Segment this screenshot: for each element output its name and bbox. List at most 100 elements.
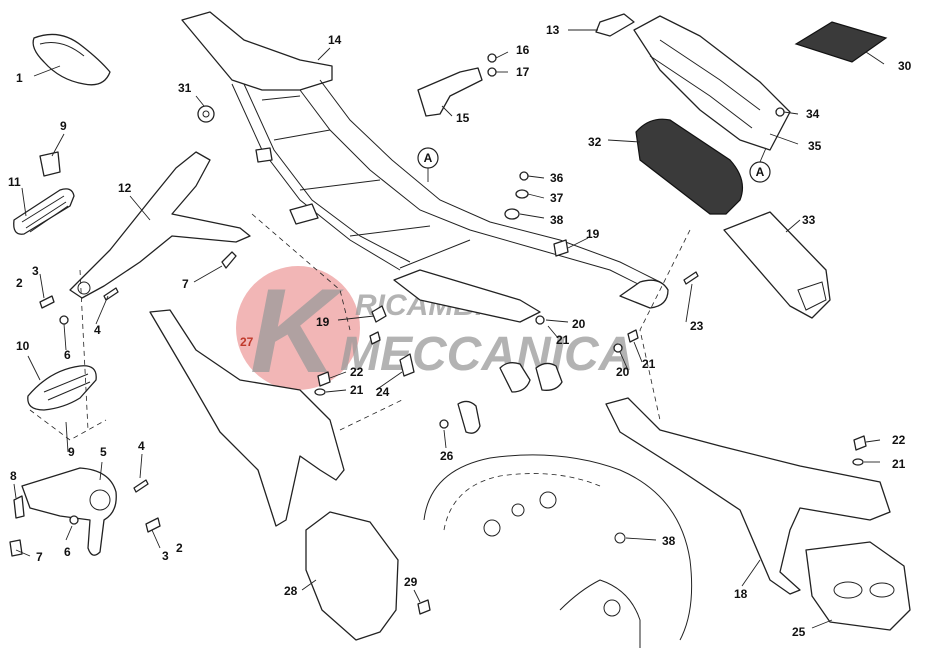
part-31-grommet-hole	[202, 110, 210, 118]
leader-7a	[193, 265, 223, 283]
leader-4b	[139, 453, 143, 479]
part-11-footpeg	[13, 188, 75, 235]
callout-28: 28	[284, 584, 298, 598]
part-10-footpeg-ribs	[43, 373, 91, 401]
callout-21c: 21	[350, 383, 364, 397]
callout-2b: 2	[176, 541, 183, 555]
subframe-lower-bar	[393, 269, 541, 323]
part-15-bracket	[417, 67, 483, 117]
part-32-handle	[635, 118, 743, 215]
leader-20b	[619, 351, 629, 371]
leader-20a	[545, 319, 569, 323]
callout-18: 18	[734, 587, 748, 601]
part-29-fastener	[417, 599, 431, 615]
leader-16	[495, 51, 509, 59]
part-7-bolt-b	[9, 539, 23, 557]
subframe-top-plate	[181, 11, 333, 91]
reference-marker-A-2: A	[749, 147, 771, 183]
part-strap-assembly-detail	[649, 39, 761, 129]
callout-4b: 4	[138, 439, 145, 453]
leader-3a	[39, 273, 45, 299]
part-16-screw	[487, 53, 497, 63]
callout-11: 11	[8, 175, 21, 189]
taillight-lens-1	[833, 581, 863, 599]
leader-21b	[633, 341, 643, 363]
callout-38a: 38	[550, 213, 564, 227]
leader-18	[741, 559, 761, 587]
callout-23: 23	[690, 319, 704, 333]
callout-5: 5	[100, 445, 107, 459]
part-3-spring-a	[39, 295, 55, 309]
part-24-bolt	[399, 353, 415, 377]
callout-10: 10	[16, 339, 30, 353]
subframe-tab-1	[289, 203, 319, 225]
subframe-rail-upper-left-2	[243, 83, 411, 263]
leader-24	[375, 371, 403, 391]
part-11-footpeg-ribs	[21, 195, 69, 233]
part-20-nut-b	[613, 343, 623, 353]
callout-7b: 7	[36, 550, 43, 564]
callout-12: 12	[118, 181, 132, 195]
leader-22a	[329, 371, 347, 379]
callout-17: 17	[516, 65, 530, 79]
part-21-screw-c	[369, 331, 381, 345]
callout-27: 27	[240, 335, 254, 349]
tank-grommet-3	[539, 491, 557, 509]
callout-22a: 22	[350, 365, 364, 379]
subframe-rear-mount	[619, 279, 669, 309]
part-8-bolt	[13, 495, 25, 519]
callout-25: 25	[792, 625, 806, 639]
leader-12	[129, 195, 151, 221]
leader-10	[27, 355, 41, 381]
part-22-screw-a	[317, 371, 331, 387]
leader-19a	[337, 315, 375, 321]
part-10-footpeg	[27, 365, 97, 411]
callout-35: 35	[808, 139, 822, 153]
reference-marker-A-1: A	[417, 147, 439, 182]
leader-35	[769, 133, 799, 145]
leader-30	[865, 51, 885, 65]
callout-30: 30	[898, 59, 912, 73]
part-14-subframe	[181, 11, 669, 393]
leader-31	[195, 95, 205, 107]
assembly-line-3	[339, 399, 403, 431]
callout-26: 26	[440, 449, 454, 463]
part-34-screw	[775, 107, 785, 117]
leader-32	[607, 139, 641, 143]
subframe-tab-2	[255, 147, 273, 163]
part-13-clip	[595, 13, 635, 37]
leader-33	[785, 219, 801, 233]
part-4-pin-a	[103, 287, 119, 301]
assembly-line-1	[251, 213, 351, 331]
callout-13: 13	[546, 23, 560, 37]
subframe-shock-mount-2	[535, 362, 563, 391]
part-21-washer-b	[852, 458, 864, 466]
tank-grommet-4	[603, 599, 621, 617]
leader-8	[13, 483, 17, 499]
callout-34: 34	[806, 107, 820, 121]
callout-36: 36	[550, 171, 564, 185]
part-36-screw	[519, 171, 529, 181]
part-30-pad	[794, 21, 888, 63]
leader-19b	[567, 237, 589, 249]
leader-23	[685, 283, 693, 323]
callout-1: 1	[16, 71, 23, 85]
part-1-pad	[32, 33, 111, 86]
part-9-bracket	[39, 151, 61, 177]
leader-9a	[51, 133, 65, 157]
part-21-screw-d	[627, 329, 639, 343]
watermark-logo-letter: K	[250, 264, 344, 398]
callout-38b: 38	[662, 534, 676, 548]
leader-38a	[519, 213, 545, 219]
part-37-washer	[515, 189, 529, 199]
part-26-connector	[457, 400, 481, 434]
callout-19b: 19	[586, 227, 600, 241]
callout-9a: 9	[60, 119, 67, 133]
subframe-rail-upper-left	[231, 83, 401, 271]
part-6-nut-b	[69, 515, 79, 525]
leader-15	[441, 105, 453, 117]
leader-38b	[625, 537, 657, 541]
callout-3a: 3	[32, 264, 39, 278]
